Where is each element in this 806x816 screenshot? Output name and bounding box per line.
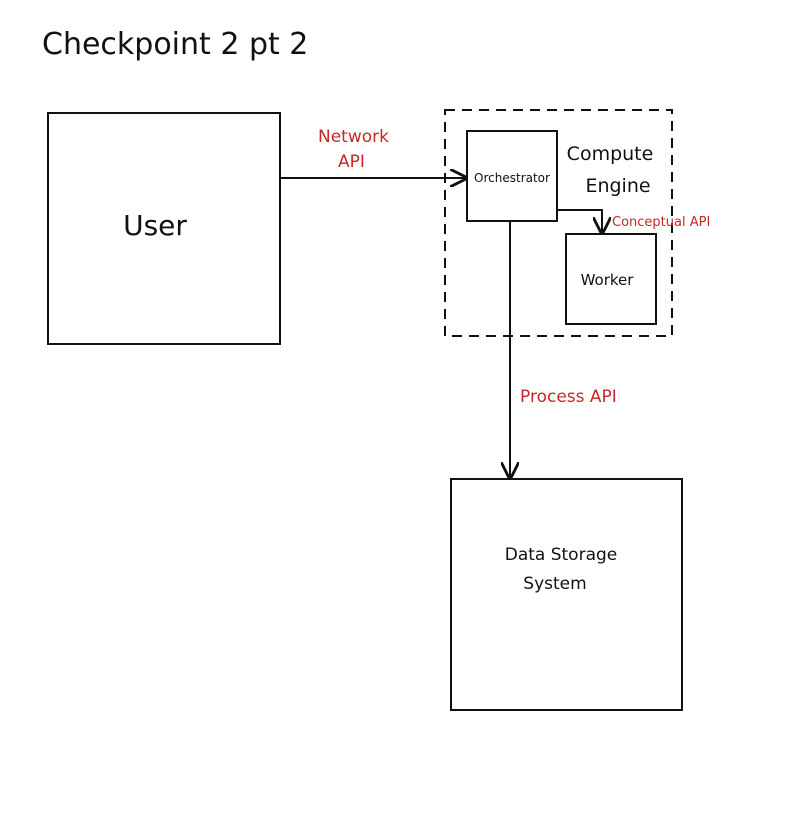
data-storage-label-line2: System — [523, 574, 586, 594]
conceptual-api-arrow — [557, 209, 602, 233]
network-api-label-line2: API — [338, 152, 365, 172]
user-box — [47, 112, 281, 345]
worker-label: Worker — [581, 271, 635, 289]
process-api-label: Process API — [520, 387, 617, 407]
network-api-label-line1: Network — [318, 127, 389, 147]
compute-engine-label-line1: Compute — [567, 143, 654, 165]
diagram-title: Checkpoint 2 pt 2 — [42, 27, 308, 62]
data-storage-label-line1: Data Storage — [505, 545, 618, 565]
conceptual-api-label: Conceptual API — [612, 215, 710, 230]
worker-box — [565, 233, 657, 325]
compute-engine-label-line2: Engine — [585, 175, 650, 197]
user-label: User — [123, 209, 187, 242]
orchestrator-label: Orchestrator — [474, 171, 550, 185]
data-storage-box — [450, 478, 683, 711]
compute-engine-container — [444, 109, 673, 337]
